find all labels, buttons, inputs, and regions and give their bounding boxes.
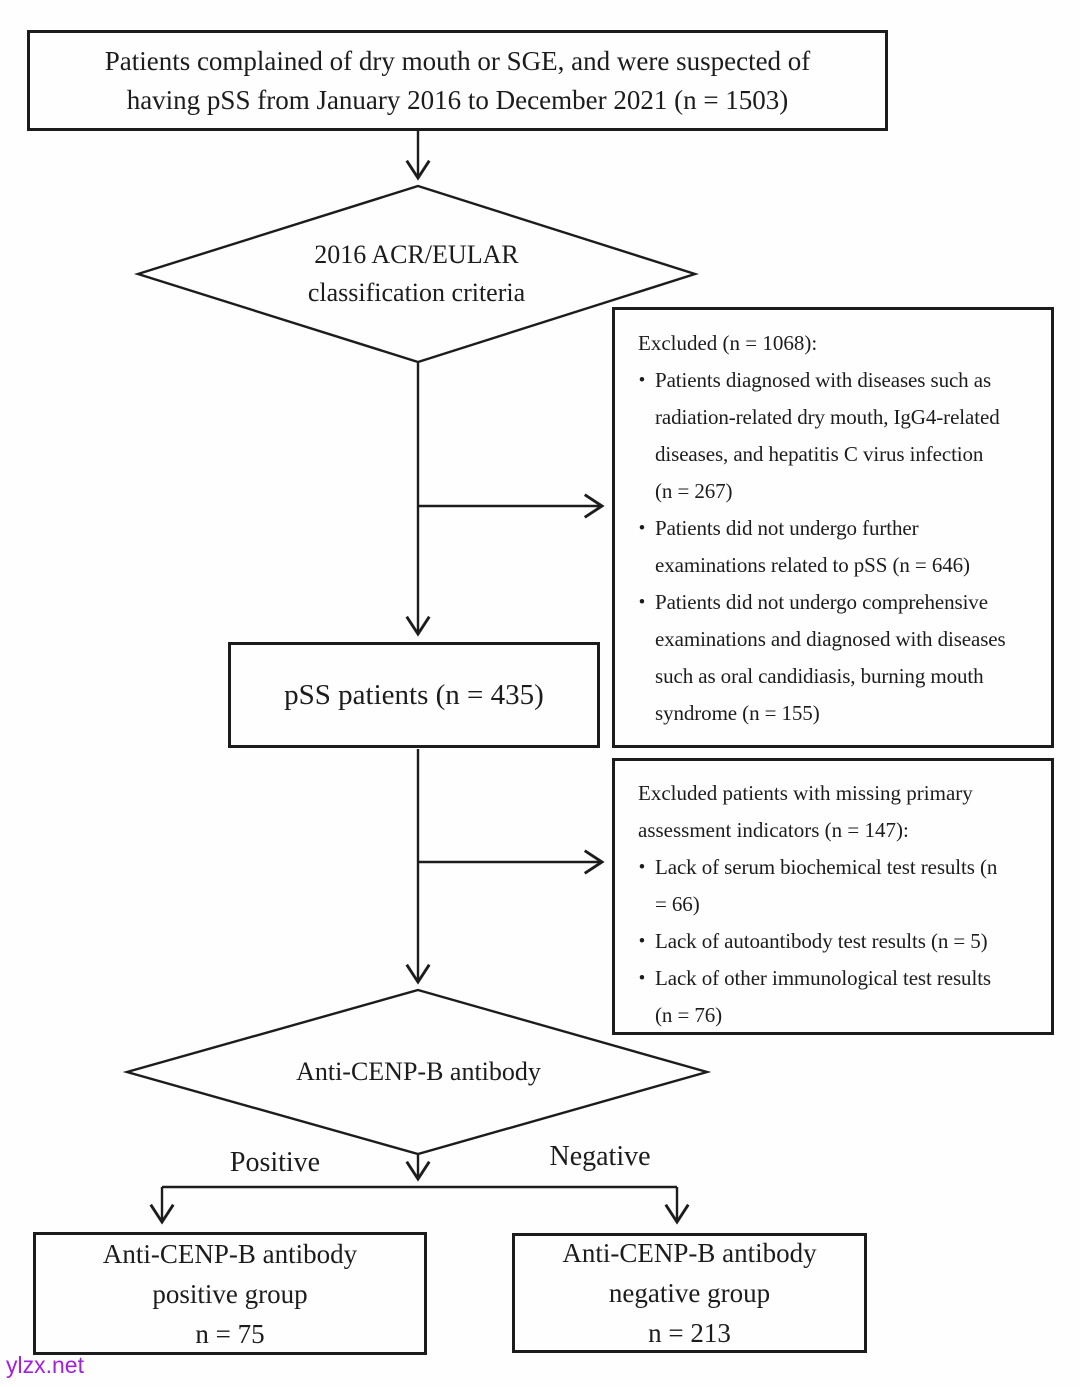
bullet-icon: • — [638, 518, 646, 539]
excluded-first-item: • Patients did not undergo further exami… — [629, 510, 1047, 584]
excluded-second-item: • Lack of serum biochemical test results… — [629, 849, 1047, 923]
excluded-first-box: Excluded (n = 1068): • Patients diagnose… — [612, 307, 1054, 748]
positive-group-text: Anti-CENP-B antibody positive group n = … — [102, 1238, 358, 1349]
pss-patients-text: pSS patients (n = 435) — [284, 678, 544, 711]
bullet-icon: • — [638, 857, 646, 878]
excluded-first-item: • Patients diagnosed with diseases such … — [629, 362, 1047, 510]
excluded-first-heading: Excluded (n = 1068): — [638, 331, 818, 355]
pss-patients-box: pSS patients (n = 435) — [228, 642, 600, 748]
bullet-icon: • — [638, 931, 646, 952]
excluded-first-item: • Patients did not undergo comprehensive… — [629, 584, 1047, 732]
positive-branch-label: Positive — [229, 1147, 321, 1178]
diamond1-shape — [133, 184, 699, 364]
bullet-icon: • — [638, 592, 646, 613]
excluded-second-box: Excluded patients with missing primary a… — [612, 758, 1054, 1035]
excluded-first-item-text: Patients diagnosed with diseases such as… — [655, 368, 1000, 503]
patients-suspected-box: Patients complained of dry mouth or SGE,… — [27, 30, 888, 131]
patients-suspected-text: Patients complained of dry mouth or SGE,… — [104, 45, 811, 115]
excluded-second-item-text: Lack of serum biochemical test results (… — [655, 855, 998, 916]
positive-group-box: Anti-CENP-B antibody positive group n = … — [33, 1232, 427, 1355]
classification-criteria-text: 2016 ACR/EULAR classification criteria — [307, 240, 526, 307]
classification-criteria-diamond: 2016 ACR/EULAR classification criteria — [138, 186, 695, 362]
excluded-second-item-text: Lack of autoantibody test results (n = 5… — [655, 929, 988, 953]
excluded-second-item-text: Lack of other immunological test results… — [655, 966, 991, 1027]
watermark: ylzx.net — [6, 1352, 84, 1378]
excluded-first-item-text: Patients did not undergo further examina… — [655, 516, 970, 577]
excluded-second-item: • Lack of other immunological test resul… — [629, 960, 1047, 1034]
negative-group-text: Anti-CENP-B antibody negative group n = … — [562, 1238, 817, 1348]
excluded-first-item-text: Patients did not undergo comprehensive e… — [655, 590, 1006, 725]
diamond2-shape — [122, 988, 712, 1156]
negative-branch-label: Negative — [549, 1141, 651, 1172]
anti-cenp-b-diamond: Anti-CENP-B antibody — [127, 990, 710, 1154]
excluded-second-heading: Excluded patients with missing primary a… — [638, 781, 973, 842]
bullet-icon: • — [638, 968, 646, 989]
negative-group-box: Anti-CENP-B antibody negative group n = … — [512, 1233, 867, 1353]
anti-cenp-b-text: Anti-CENP-B antibody — [296, 1057, 541, 1086]
bullet-icon: • — [638, 370, 646, 391]
excluded-second-item: • Lack of autoantibody test results (n =… — [629, 923, 1047, 960]
